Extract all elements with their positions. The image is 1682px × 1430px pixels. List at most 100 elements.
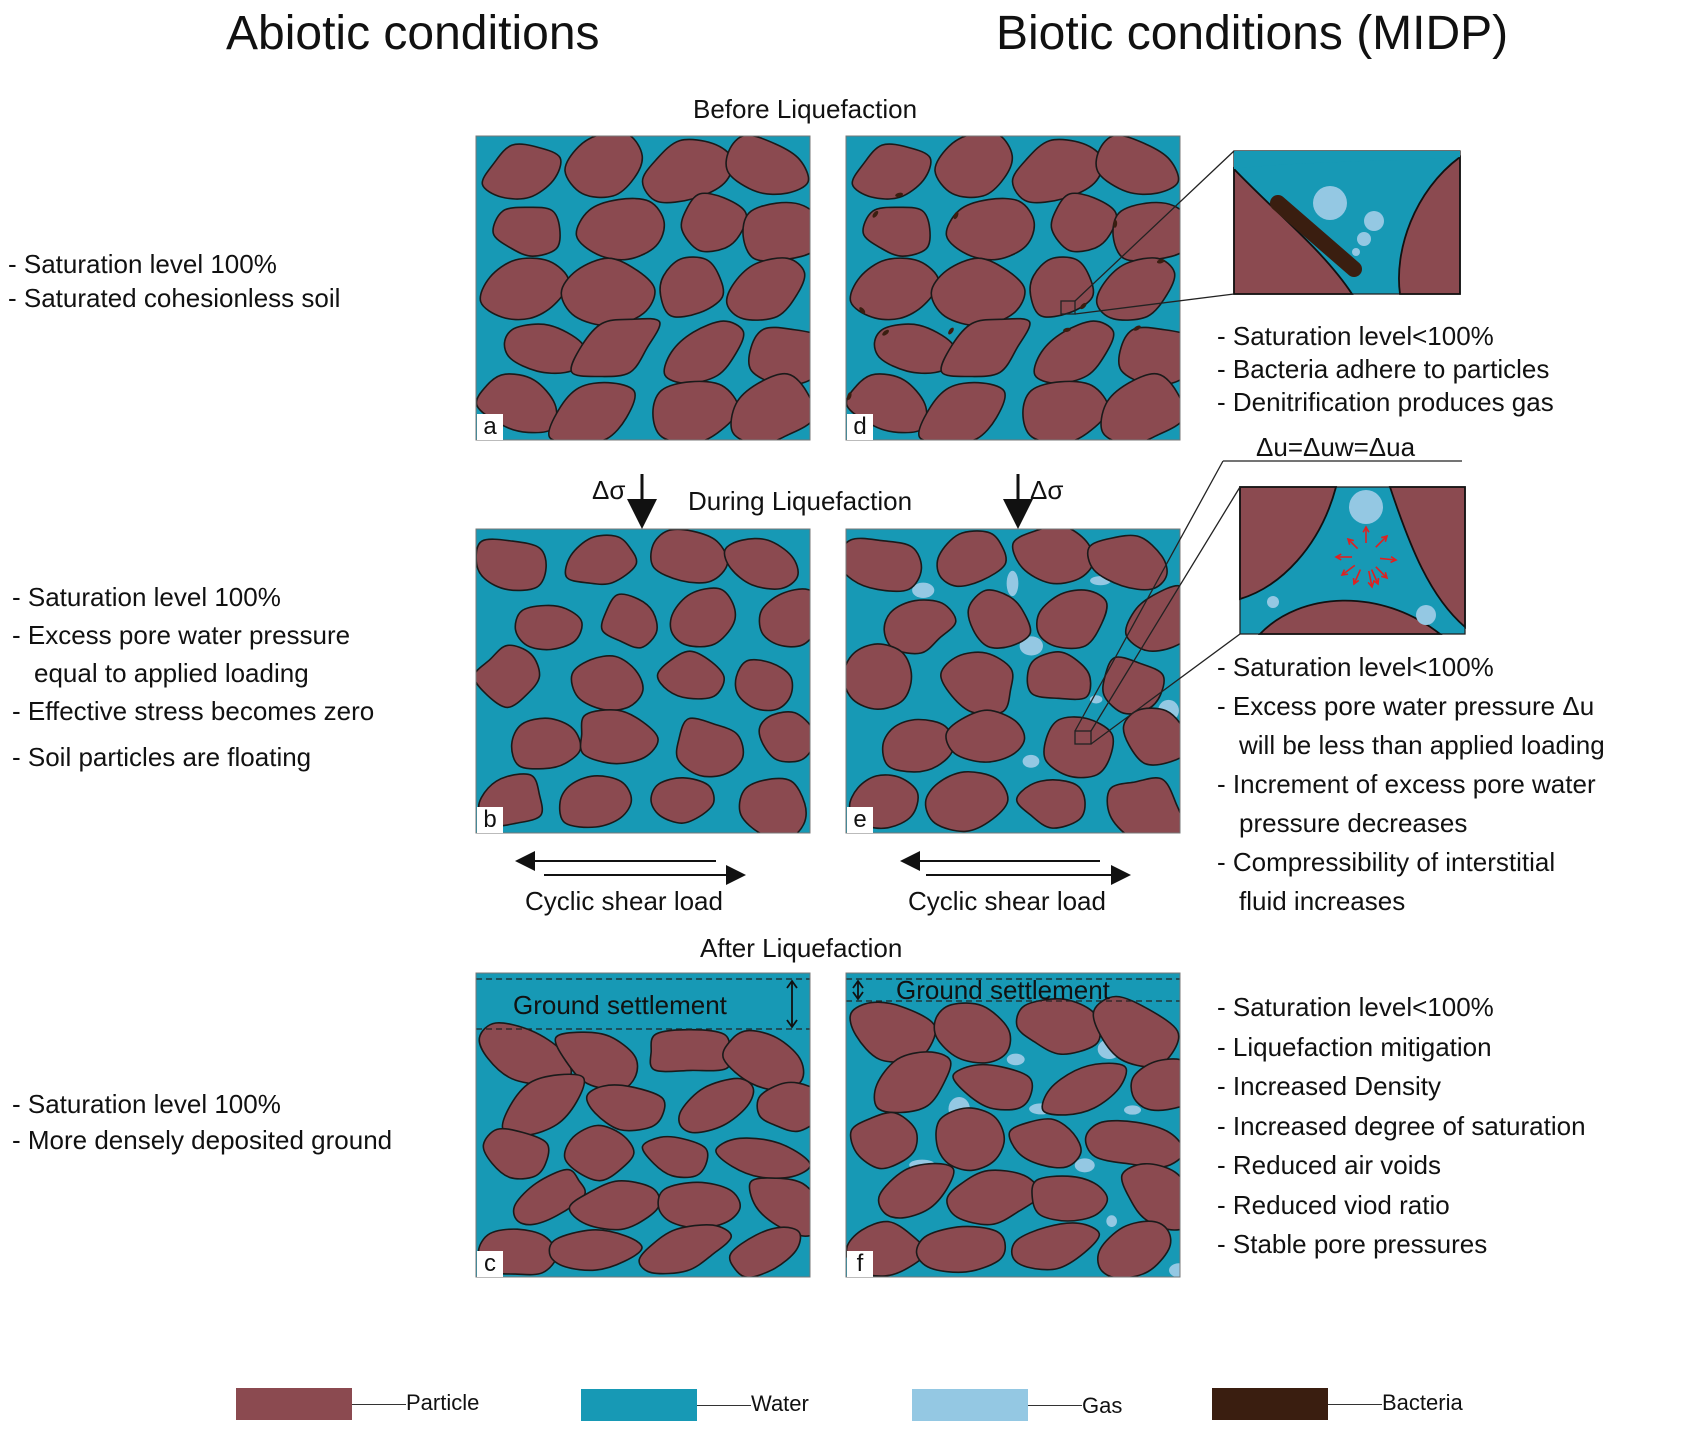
stage-after-title: After Liquefaction — [700, 933, 903, 963]
gas-bubble — [1006, 1053, 1025, 1066]
gas-bubble — [1006, 570, 1019, 597]
soil-particle — [918, 381, 1006, 440]
soil-particle — [1257, 599, 1443, 635]
legend-swatch-bacteria — [1212, 1388, 1328, 1420]
note-line: equal to applied loading — [34, 658, 309, 688]
note-line: pressure decreases — [1239, 808, 1468, 838]
soil-particle — [1033, 320, 1115, 385]
soil-panel-b — [475, 528, 811, 834]
soil-particle — [570, 317, 661, 378]
soil-particle — [568, 1179, 661, 1231]
soil-particle — [945, 197, 1036, 261]
soil-particle — [600, 593, 658, 649]
soil-particle — [1010, 1222, 1101, 1271]
note-line: - More densely deposited ground — [12, 1125, 393, 1155]
soil-particle — [1124, 584, 1180, 652]
soil-particle — [1233, 166, 1354, 295]
note-line: - Increased degree of saturation — [1217, 1110, 1586, 1141]
note-line: fluid increases — [1239, 886, 1406, 916]
soil-particle — [548, 381, 636, 440]
soil-particle — [564, 136, 644, 199]
legend-label-water: Water — [751, 1391, 809, 1416]
pressure-arrow — [1347, 538, 1359, 550]
soil-particle — [725, 136, 810, 196]
note-line: - Excess pore water pressure — [12, 620, 351, 650]
soil-particle — [1398, 155, 1461, 295]
soil-particle — [849, 257, 940, 321]
soil-particle — [638, 1224, 733, 1275]
note-line: - Saturation level 100% — [12, 582, 281, 612]
settlement-label-left: Ground settlement — [513, 990, 727, 1020]
soil-particle — [649, 1028, 732, 1073]
soil-particle — [862, 206, 931, 258]
soil-panel-a — [475, 135, 811, 441]
soil-particle — [680, 192, 748, 253]
note-line: - Increment of excess pore water — [1217, 769, 1596, 799]
soil-particle — [1095, 257, 1176, 321]
gas-bubble — [1074, 1158, 1095, 1173]
legend-label-particle: Particle — [406, 1390, 480, 1415]
stress-label-left: Δσ — [592, 475, 626, 505]
soil-particle — [1008, 1118, 1082, 1169]
soil-particle — [849, 1111, 918, 1170]
bacteria-cell — [882, 329, 889, 336]
pressure-arrow — [1341, 564, 1356, 576]
notes-right-during: - Saturation level<100% - Excess pore wa… — [1217, 648, 1605, 921]
legend-label-bacteria: Bacteria — [1382, 1390, 1463, 1415]
soil-particle — [675, 717, 745, 778]
soil-particle — [935, 1107, 1006, 1172]
stage-during-title: During Liquefaction — [688, 486, 913, 516]
soil-particle — [481, 143, 562, 200]
soil-particle — [678, 1077, 755, 1134]
pressure-arrow — [1370, 569, 1379, 585]
soil-particle — [1041, 1062, 1128, 1116]
notes-left-after: - Saturation level 100% - More densely d… — [12, 1086, 392, 1158]
soil-particle — [734, 658, 794, 712]
gas-bubble — [1364, 211, 1384, 231]
soil-particle — [883, 599, 957, 655]
soil-particle — [510, 717, 582, 770]
bacteria-cell — [1270, 195, 1362, 277]
soil-particle — [873, 323, 957, 375]
note-line: - Denitrification produces gas — [1217, 387, 1554, 417]
soil-particle — [1011, 529, 1095, 585]
soil-particle — [846, 643, 913, 711]
bacteria-cell — [1156, 259, 1165, 264]
soil-particle — [482, 1127, 550, 1180]
gas-bubble — [1357, 232, 1371, 246]
note-line: - Effective stress becomes zero — [12, 696, 375, 726]
soil-particle — [669, 587, 737, 648]
soil-particle — [476, 644, 541, 709]
bacteria-cell — [948, 327, 954, 335]
soil-particle — [1388, 486, 1466, 629]
soil-particle — [1043, 716, 1115, 779]
soil-particle — [503, 323, 587, 375]
bacteria-cell — [847, 392, 852, 400]
soil-particle — [940, 317, 1031, 378]
note-line: - Saturated cohesionless soil — [8, 283, 341, 313]
soil-particle — [1029, 256, 1095, 318]
soil-particle — [934, 136, 1014, 199]
soil-particle — [924, 770, 1009, 833]
soil-particle — [1100, 372, 1180, 440]
soil-particle — [1106, 777, 1180, 833]
soil-panel-d — [845, 135, 1181, 441]
gas-bubble — [1352, 248, 1360, 256]
soil-particle — [915, 1225, 1007, 1274]
soil-particle — [1097, 1220, 1172, 1277]
soil-panel-e — [845, 528, 1181, 834]
legend-label-gas: Gas — [1082, 1393, 1123, 1418]
soil-particle — [1015, 998, 1101, 1056]
pressure-arrow — [1379, 557, 1397, 561]
soil-particle — [657, 1181, 742, 1229]
note-line: - Soil particles are floating — [12, 742, 312, 772]
soil-particle — [641, 138, 734, 204]
bacteria-cell — [1113, 219, 1118, 228]
soil-particle — [967, 589, 1032, 649]
panel-label-f: f — [847, 1251, 873, 1277]
gas-bubble — [1416, 605, 1436, 625]
notes-right-before: - Saturation level<100% - Bacteria adher… — [1217, 320, 1554, 419]
bacteria-cell — [1080, 302, 1087, 310]
soil-particle — [730, 372, 810, 440]
